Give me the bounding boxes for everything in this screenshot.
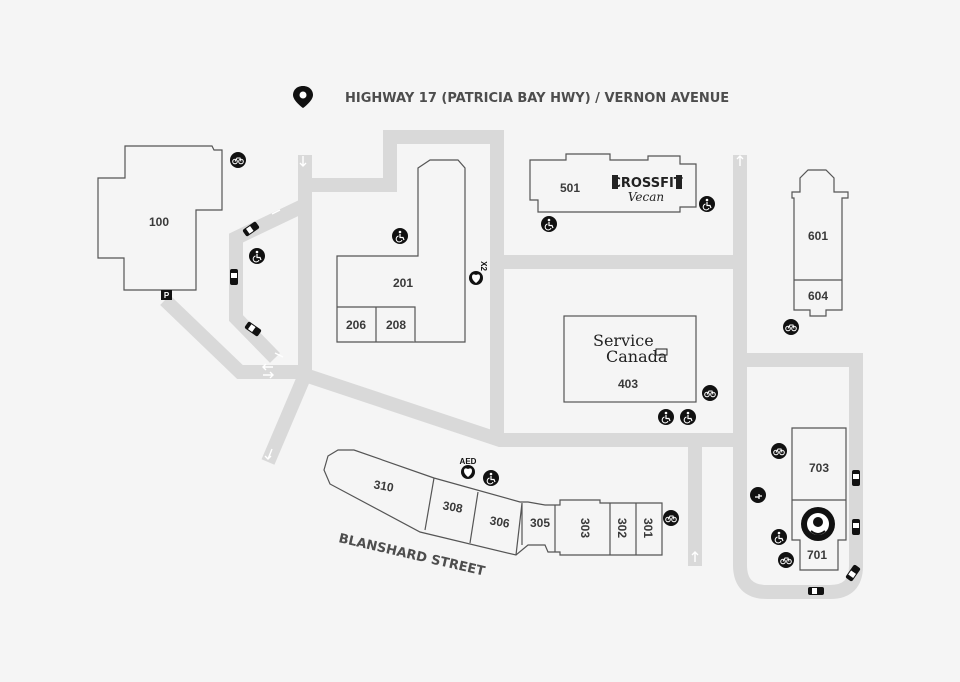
road-north-loop <box>305 130 504 440</box>
service-canada-line2: Canada <box>606 347 668 366</box>
bike-icon <box>778 552 794 568</box>
canada-flag-icon <box>655 348 668 356</box>
unit-403-label: 403 <box>618 377 638 391</box>
bike-icon <box>702 385 718 401</box>
service-canada-line1: Service <box>593 331 654 350</box>
wheelchair-icon <box>680 409 696 425</box>
building-south-strip <box>323 449 663 556</box>
road-parking-lane <box>160 294 305 379</box>
unit-302-label: 302 <box>615 518 629 538</box>
unit-601-label: 601 <box>808 229 828 243</box>
starbucks-logo-icon <box>801 507 835 541</box>
unit-306-label: 306 <box>489 513 511 530</box>
arrow-up-icon <box>691 551 699 562</box>
car-icon <box>230 269 238 285</box>
unit-703-label: 703 <box>809 461 829 475</box>
bike-icon <box>783 319 799 335</box>
two-way-arrow-icon <box>262 363 274 379</box>
aed-markers: AED X2 <box>460 261 488 479</box>
buildings: 100 P 201 206 208 501 403 601 604 703 70… <box>97 145 849 571</box>
crossfit-wordmark: CROSSFIT <box>611 176 682 191</box>
wheelchair-icon <box>699 196 715 212</box>
parked-cars <box>230 221 861 595</box>
unit-604-label: 604 <box>808 289 828 303</box>
wheelchair-icon <box>392 228 408 244</box>
road-south-diagonal <box>302 368 740 447</box>
aed-icon <box>461 465 475 479</box>
ev-charger-icon <box>750 487 766 503</box>
bike-icon <box>230 152 246 168</box>
building-100 <box>97 145 223 291</box>
location-pin-icon <box>293 86 313 108</box>
unit-501-label: 501 <box>560 181 580 195</box>
bike-icon <box>771 443 787 459</box>
bike-icon <box>663 510 679 526</box>
tenant-logos: CROSSFIT Vecan Service Canada <box>593 175 835 541</box>
unit-303-label: 303 <box>578 518 592 538</box>
car-icon <box>845 564 861 582</box>
car-icon <box>244 321 262 337</box>
arrow-down-icon <box>299 156 307 167</box>
unit-208-label: 208 <box>386 318 406 332</box>
units-206-208-divider <box>337 306 416 342</box>
building-201 <box>336 159 466 343</box>
parking-sign-label: P <box>164 291 170 300</box>
unit-201-label: 201 <box>393 276 413 290</box>
crossfit-script: Vecan <box>628 190 664 204</box>
south-strip-dividers <box>424 477 637 556</box>
wheelchair-icon <box>249 248 265 264</box>
arrow-up-icon <box>736 155 744 166</box>
aed-count-label: X2 <box>479 261 488 271</box>
service-canada-logo: Service Canada <box>593 331 668 366</box>
crossfit-logo: CROSSFIT Vecan <box>611 175 683 204</box>
unit-100-label: 100 <box>149 215 169 229</box>
aed-icon <box>469 271 483 285</box>
car-icon <box>852 519 860 535</box>
road-southwest-exit <box>261 372 312 465</box>
car-icon <box>808 587 824 595</box>
arrow-icon <box>274 352 284 358</box>
arrow-down-icon <box>264 448 273 460</box>
unit-206-label: 206 <box>346 318 366 332</box>
wheelchair-icon <box>483 470 499 486</box>
bike-racks <box>230 152 799 568</box>
highway-label: HIGHWAY 17 (PATRICIA BAY HWY) / VERNON A… <box>345 91 729 106</box>
unit-305-label: 305 <box>530 516 550 530</box>
wheelchair-icon <box>658 409 674 425</box>
building-403 <box>563 315 697 403</box>
wheelchair-icon <box>541 216 557 232</box>
aed-label: AED <box>460 457 477 466</box>
wheelchair-icon <box>771 529 787 545</box>
unit-701-label: 701 <box>807 548 827 562</box>
road-arrows <box>262 155 744 562</box>
unit-308-label: 308 <box>442 498 464 515</box>
arrow-icon <box>271 209 281 215</box>
unit-310-label: 310 <box>373 477 395 494</box>
parking-sign-icon <box>161 290 172 300</box>
unit-301-label: 301 <box>641 518 655 538</box>
accessible-parking <box>249 196 787 545</box>
car-icon <box>242 221 260 237</box>
car-icon <box>852 470 860 486</box>
